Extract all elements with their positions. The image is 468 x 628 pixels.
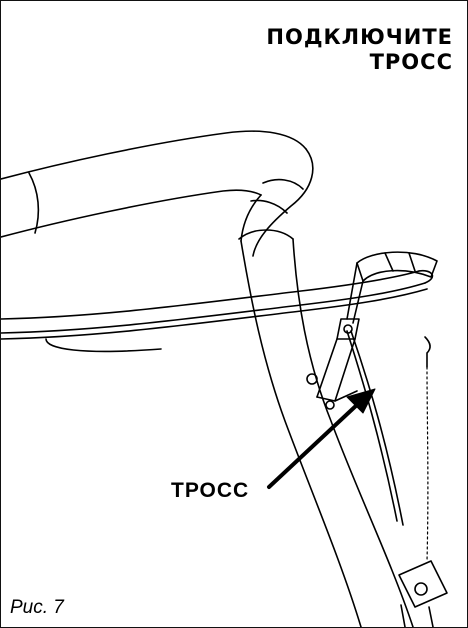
lower-cross-bar — [1, 269, 434, 353]
instruction-heading-line2: ТРОСС — [369, 50, 453, 74]
instruction-heading: ПОДКЛЮЧИТЕ ТРОСС — [193, 25, 453, 75]
control-lever — [316, 251, 438, 402]
cable-callout-label: ТРОСС — [171, 479, 250, 502]
figure-caption: Рис. 7 — [10, 597, 64, 618]
handle-side-tube — [240, 238, 414, 627]
instruction-heading-line1: ПОДКЛЮЧИТЕ — [266, 25, 453, 49]
callout-arrow — [267, 388, 376, 489]
upper-handle-bar — [1, 130, 314, 257]
cable — [346, 330, 431, 562]
cable-guide-block — [398, 560, 448, 627]
